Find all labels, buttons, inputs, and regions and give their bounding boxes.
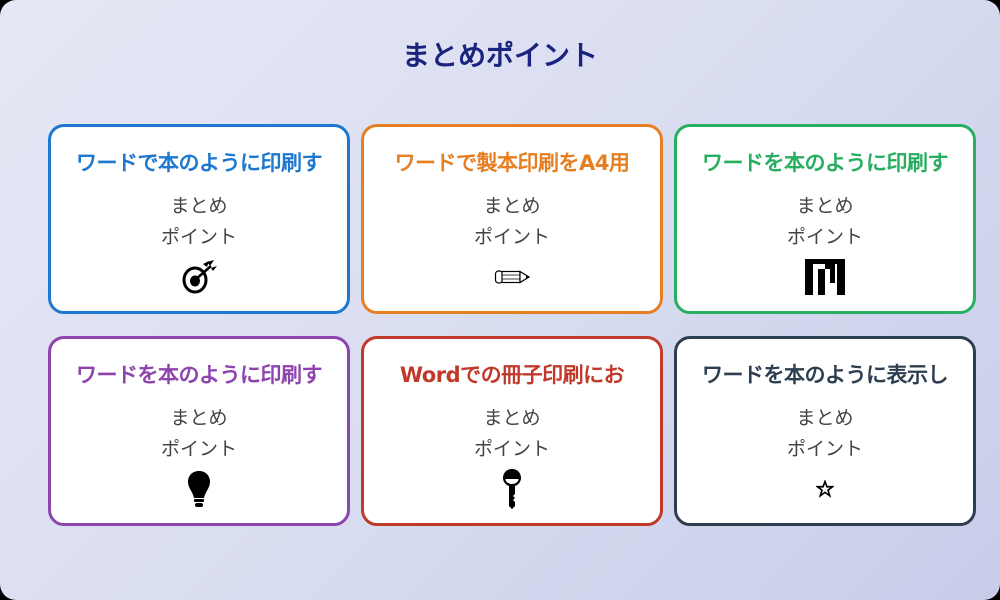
summary-card-4[interactable]: ワードを本のように印刷す まとめ ポイント <box>48 336 350 526</box>
summary-card-3[interactable]: ワードを本のように印刷す まとめ ポイント <box>674 124 976 314</box>
target-icon <box>51 257 347 297</box>
card-label-line2: ポイント <box>786 438 863 460</box>
card-label-line1: まとめ <box>796 195 854 217</box>
star-icon <box>677 469 973 509</box>
lightbulb-icon <box>51 469 347 509</box>
card-label-line2: ポイント <box>160 438 237 460</box>
card-label-line1: まとめ <box>170 407 228 429</box>
bar-chart-icon <box>677 257 973 297</box>
card-label-line2: ポイント <box>473 438 550 460</box>
card-label-line1: まとめ <box>483 195 541 217</box>
card-label-line1: まとめ <box>483 407 541 429</box>
card-title: ワードを本のように表示し <box>702 363 949 387</box>
summary-card-2[interactable]: ワードで製本印刷をA4用 まとめ ポイント <box>361 124 663 314</box>
card-label-line2: ポイント <box>160 226 237 248</box>
key-icon <box>364 469 660 509</box>
card-title: ワードを本のように印刷す <box>76 363 323 387</box>
card-label-line2: ポイント <box>473 226 550 248</box>
card-title: Wordでの冊子印刷にお <box>399 363 625 387</box>
card-label-line2: ポイント <box>786 226 863 248</box>
pencil-icon <box>364 257 660 297</box>
card-title: ワードを本のように印刷す <box>702 151 949 175</box>
card-label-line1: まとめ <box>170 195 228 217</box>
card-title: ワードで製本印刷をA4用 <box>394 151 630 175</box>
card-title: ワードで本のように印刷す <box>76 151 323 175</box>
page-title: まとめポイント <box>401 39 598 72</box>
summary-card-1[interactable]: ワードで本のように印刷す まとめ ポイント <box>48 124 350 314</box>
card-label-line1: まとめ <box>796 407 854 429</box>
summary-card-5[interactable]: Wordでの冊子印刷にお まとめ ポイント <box>361 336 663 526</box>
summary-card-6[interactable]: ワードを本のように表示し まとめ ポイント <box>674 336 976 526</box>
